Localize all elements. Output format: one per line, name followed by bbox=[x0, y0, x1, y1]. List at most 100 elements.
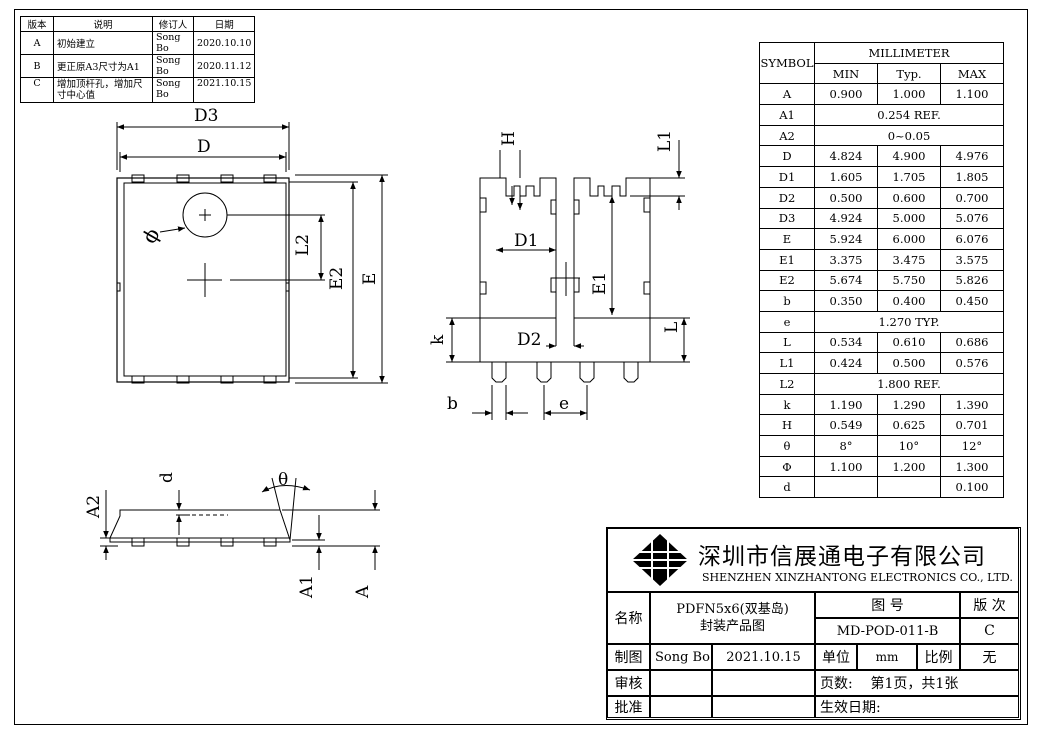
dimension-symbol: Φ bbox=[759, 455, 815, 478]
draw-date-value: 2021.10.15 bbox=[712, 644, 815, 670]
bottom-view bbox=[446, 140, 690, 420]
dimension-max: 1.390 bbox=[940, 393, 1004, 416]
dimension-symbol: A bbox=[759, 83, 815, 106]
dimension-typ: 5.000 bbox=[877, 207, 941, 230]
dimension-min: 8° bbox=[814, 435, 878, 457]
dimension-typ: 0.600 bbox=[877, 186, 941, 209]
rev-row: A 初始建立 Song Bo 2020.10.10 bbox=[20, 31, 256, 55]
label-E1: E1 bbox=[590, 272, 610, 295]
dimension-typ: 1.200 bbox=[877, 455, 941, 478]
label-e: e bbox=[559, 394, 569, 414]
dimension-min bbox=[814, 476, 878, 499]
review-name bbox=[650, 670, 712, 696]
name-label: 名称 bbox=[607, 592, 650, 644]
label-A: A bbox=[353, 585, 373, 599]
dimension-max: 0.701 bbox=[940, 414, 1004, 437]
draw-label: 制图 bbox=[607, 644, 650, 670]
dimension-symbol: θ bbox=[759, 435, 815, 457]
dimension-symbol: b bbox=[759, 290, 815, 312]
typ-header: Typ. bbox=[877, 62, 941, 85]
dimension-typ: 0.625 bbox=[877, 414, 941, 437]
dimension-max: 4.976 bbox=[940, 145, 1004, 168]
rev-ver: C bbox=[20, 77, 54, 103]
dimension-min: 0.900 bbox=[814, 83, 878, 106]
company-name-en: SHENZHEN XINZHANTONG ELECTRONICS CO., LT… bbox=[702, 571, 1013, 584]
label-D2: D2 bbox=[517, 330, 541, 350]
dimension-typ: 3.475 bbox=[877, 248, 941, 271]
scale-label: 比例 bbox=[917, 644, 960, 670]
product-name-line1: PDFN5x6(双基岛) bbox=[676, 602, 789, 617]
rev-date: 2020.11.12 bbox=[192, 54, 256, 78]
approve-label: 批准 bbox=[607, 696, 650, 718]
dimension-typ: 1.000 bbox=[877, 83, 941, 106]
rev-by: Song Bo bbox=[152, 77, 194, 103]
label-D1: D1 bbox=[514, 231, 538, 251]
dimension-min: 4.824 bbox=[814, 145, 878, 168]
dimension-symbol: k bbox=[759, 393, 815, 416]
dimension-max: 3.575 bbox=[940, 248, 1004, 271]
drawing-no-label: 图 号 bbox=[815, 592, 960, 618]
dimension-symbol: L1 bbox=[759, 352, 815, 374]
dimension-symbol: E bbox=[759, 228, 815, 250]
unit-header: MILLIMETER bbox=[814, 42, 1004, 64]
label-d: d bbox=[157, 472, 177, 483]
label-L2: L2 bbox=[293, 234, 313, 256]
symbol-header: SYMBOL bbox=[759, 41, 815, 85]
label-E: E bbox=[360, 273, 380, 285]
dimension-symbol: L2 bbox=[759, 373, 815, 395]
dimension-typ: 4.900 bbox=[877, 145, 941, 168]
label-A1: A1 bbox=[297, 575, 317, 599]
dimension-max: 5.826 bbox=[940, 269, 1004, 292]
product-name-cell: PDFN5x6(双基岛) 封装产品图 bbox=[650, 592, 815, 644]
dimension-min: 1.605 bbox=[814, 166, 878, 188]
dimension-max: 0.576 bbox=[940, 352, 1004, 374]
company-cell: 深圳市信展通电子有限公司 SHENZHEN XINZHANTONG ELECTR… bbox=[607, 528, 1019, 592]
label-D: D bbox=[197, 137, 211, 157]
dimension-typ bbox=[877, 476, 941, 499]
dimension-symbol: A2 bbox=[759, 124, 815, 147]
label-E2: E2 bbox=[327, 267, 347, 290]
unit-label: 单位 bbox=[815, 644, 857, 670]
side-view bbox=[100, 477, 380, 570]
dimension-typ: 1.705 bbox=[877, 166, 941, 188]
dimension-max: 5.076 bbox=[940, 207, 1004, 230]
dimension-typ: 6.000 bbox=[877, 228, 941, 250]
dimension-value: 0~0.05 bbox=[814, 124, 1004, 147]
dimension-symbol: D bbox=[759, 145, 815, 168]
dimension-max: 0.686 bbox=[940, 331, 1004, 354]
dimension-min: 0.424 bbox=[814, 352, 878, 374]
dimension-typ: 5.750 bbox=[877, 269, 941, 292]
dimension-symbol: E1 bbox=[759, 248, 815, 271]
dimension-max: 0.450 bbox=[940, 290, 1004, 312]
version-label: 版 次 bbox=[960, 592, 1019, 618]
dimension-symbol: D2 bbox=[759, 186, 815, 209]
drawing-no-value: MD-POD-011-B bbox=[815, 618, 960, 644]
dimension-typ: 0.500 bbox=[877, 352, 941, 374]
label-A2: A2 bbox=[84, 495, 104, 519]
label-k: k bbox=[428, 334, 448, 345]
effective-date: 生效日期: bbox=[815, 696, 1019, 718]
dimension-min: 0.350 bbox=[814, 290, 878, 312]
dimension-symbol: E2 bbox=[759, 269, 815, 292]
dimension-min: 1.100 bbox=[814, 455, 878, 478]
dimension-max: 6.076 bbox=[940, 228, 1004, 250]
dimension-max: 1.300 bbox=[940, 455, 1004, 478]
dimension-min: 1.190 bbox=[814, 393, 878, 416]
dimension-typ: 10° bbox=[877, 435, 941, 457]
